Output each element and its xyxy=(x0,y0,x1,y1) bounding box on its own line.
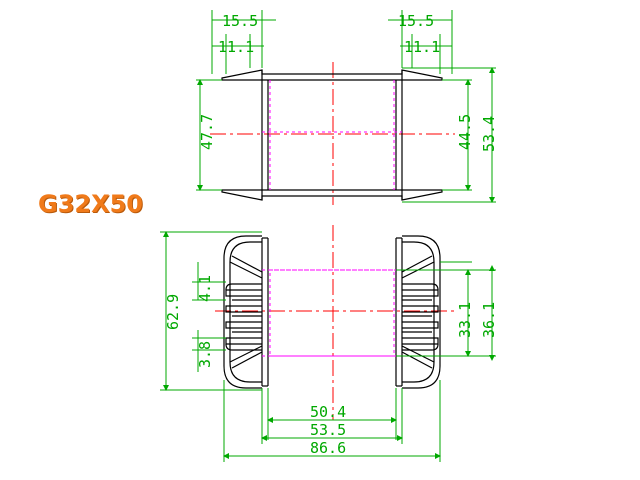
dim-height-left: 47.7 xyxy=(198,114,216,150)
dim-left-outer: 15.5 xyxy=(222,12,258,30)
front-dimension-lines xyxy=(160,231,496,462)
dim-height-inner: 44.5 xyxy=(456,114,474,150)
dim-right-outer: 15.5 xyxy=(398,12,434,30)
front-pin-slots-left xyxy=(225,283,262,351)
top-walls xyxy=(261,70,403,200)
dim-width-mid: 53.5 xyxy=(310,421,346,439)
dim-width-total: 86.6 xyxy=(310,439,346,457)
dim-height-outer: 53.4 xyxy=(480,116,498,152)
front-pin-slots-right xyxy=(402,283,439,351)
dim-left-inner: 11.1 xyxy=(218,38,254,56)
dim-gap: 3.8 xyxy=(196,341,214,368)
top-hidden-lines xyxy=(262,80,402,190)
dim-width-inner: 50.4 xyxy=(310,403,346,421)
front-hidden-window xyxy=(262,269,402,357)
dim-core-height: 36.1 xyxy=(480,302,498,338)
top-flange-upper xyxy=(221,69,443,81)
top-flanges xyxy=(221,69,443,201)
dim-window-height: 33.1 xyxy=(456,302,474,338)
dim-slot: 4.1 xyxy=(196,275,214,302)
top-view: 15.5 11.1 15.5 11.1 47.7 44.5 53.4 xyxy=(196,10,498,205)
front-view: 62.9 4.1 3.8 33.1 36.1 50.4 53.5 86.6 xyxy=(160,225,498,462)
dim-overall-height: 62.9 xyxy=(164,294,182,330)
dim-right-inner: 11.1 xyxy=(404,38,440,56)
model-label: G32X50 xyxy=(38,190,143,218)
top-dimension-lines xyxy=(196,10,496,203)
top-flange-lower xyxy=(221,189,443,201)
